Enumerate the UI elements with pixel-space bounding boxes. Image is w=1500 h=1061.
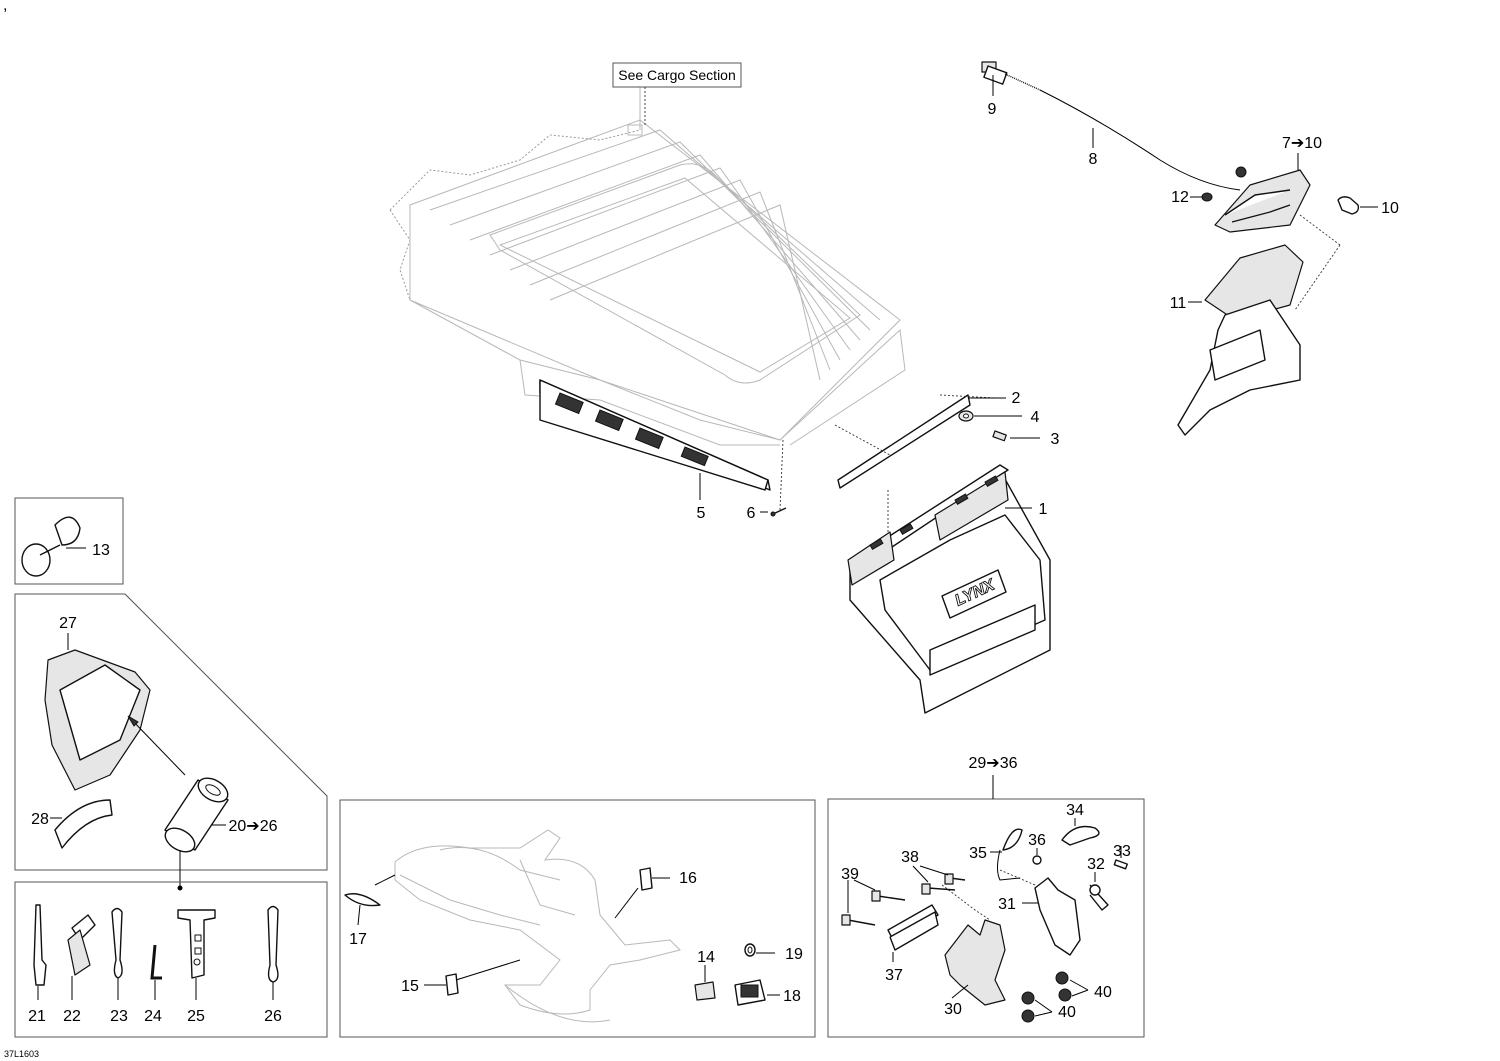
mud-flap-1: LYNX 1: [847, 464, 1051, 714]
callout-12: 12: [1171, 189, 1189, 206]
callout-22: 22: [63, 1008, 81, 1025]
callout-29-36: 29➔36: [969, 755, 1018, 772]
light-housing-11: 11: [1170, 214, 1341, 436]
box-13: 13: [14, 497, 124, 585]
callout-37: 37: [885, 967, 903, 984]
callout-27: 27: [59, 615, 77, 632]
callout-7-10: 7➔10: [1282, 135, 1322, 152]
callout-16: 16: [679, 870, 697, 887]
callout-10: 10: [1381, 200, 1399, 217]
box-decals: 17 16 15 14 18 19: [339, 799, 816, 1038]
box-tool-holder: 27 28 20➔26: [14, 593, 328, 891]
callout-11: 11: [1170, 295, 1187, 312]
corner-mark: ,: [3, 0, 7, 14]
callout-5: 5: [697, 505, 706, 522]
flap-bar-2: 2: [834, 390, 1021, 560]
callout-4: 4: [1031, 409, 1040, 426]
callout-33: 33: [1113, 843, 1131, 860]
callout-18: 18: [783, 988, 801, 1005]
callout-28: 28: [31, 811, 49, 828]
callout-30: 30: [944, 1001, 962, 1018]
callout-6: 6: [747, 505, 756, 522]
callout-36: 36: [1028, 832, 1046, 849]
callout-40b: 40: [1058, 1004, 1076, 1021]
side-reflector-bar: 5: [539, 379, 771, 522]
screw-6: 6: [747, 439, 787, 522]
box-tool-kit: 21 22 23 24 25 26: [14, 881, 328, 1038]
callout-15: 15: [401, 978, 419, 995]
callout-32: 32: [1087, 856, 1105, 873]
callout-25: 25: [187, 1008, 205, 1025]
cargo-rack-ghost: [389, 78, 906, 446]
callout-14: 14: [697, 949, 715, 966]
callout-35: 35: [969, 845, 987, 862]
nut-3: 3: [992, 430, 1060, 448]
callout-34: 34: [1066, 802, 1084, 819]
tail-light-harness: 9 8: [981, 61, 1241, 191]
snowmobile-sketch: [394, 829, 681, 1023]
callout-23: 23: [110, 1008, 128, 1025]
callout-26: 26: [264, 1008, 282, 1025]
cargo-section-label: See Cargo Section: [618, 67, 736, 83]
callout-19: 19: [785, 946, 803, 963]
callout-1: 1: [1039, 501, 1048, 518]
callout-39: 39: [841, 866, 859, 883]
cargo-section-note: See Cargo Section: [612, 62, 742, 125]
washer-4: 4: [958, 409, 1040, 426]
box-hitch: 29➔36 30 31 32 33 34 35 36 37: [827, 755, 1145, 1038]
tail-light-assembly: 7➔10 12 10: [1171, 135, 1399, 233]
callout-8: 8: [1089, 151, 1098, 168]
callout-9: 9: [988, 101, 997, 118]
callout-40a: 40: [1094, 984, 1112, 1001]
callout-21: 21: [28, 1008, 46, 1025]
callout-38: 38: [901, 849, 919, 866]
callout-13: 13: [92, 542, 110, 559]
callout-24: 24: [144, 1008, 162, 1025]
callout-20-26: 20➔26: [229, 818, 278, 835]
callout-2: 2: [1012, 390, 1021, 407]
callout-17: 17: [349, 931, 367, 948]
diagram-code: 37L1603: [4, 1049, 39, 1059]
callout-3: 3: [1051, 431, 1060, 448]
callout-31: 31: [998, 896, 1016, 913]
